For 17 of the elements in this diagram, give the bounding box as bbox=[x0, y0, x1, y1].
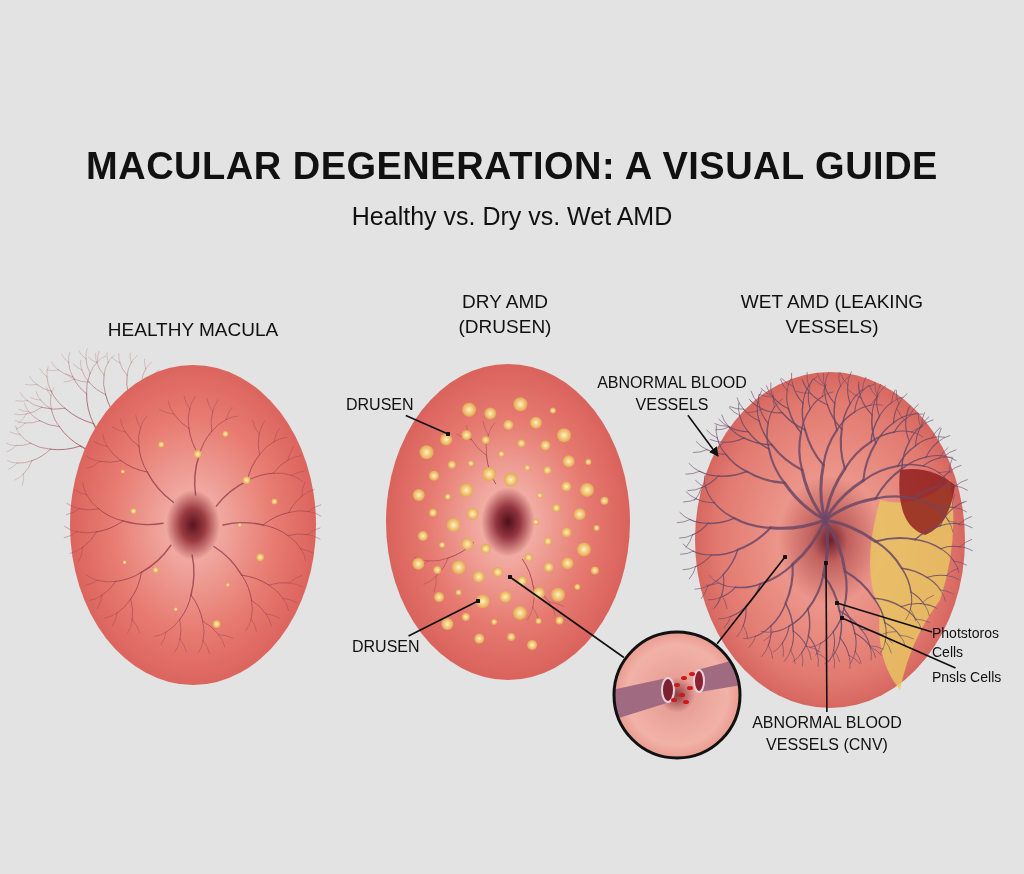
leader-line bbox=[834, 600, 933, 633]
callout-label: ABNORMAL BLOOD VESSELS bbox=[596, 373, 748, 415]
callout-label: ABNORMAL BLOOD VESSELS (CNV) bbox=[752, 713, 902, 755]
leader-line bbox=[507, 574, 625, 659]
callout-label: Pnsls Cells bbox=[932, 668, 1003, 687]
panel-heading: HEALTHY MACULA bbox=[107, 319, 279, 340]
callout-label: DRUSEN bbox=[352, 637, 421, 657]
title-text: MACULAR DEGENERATION: A VISUAL GUIDE bbox=[86, 145, 938, 188]
subtitle-text: Healthy vs. Dry vs. Wet AMD bbox=[351, 202, 673, 230]
leader-line bbox=[839, 615, 957, 669]
panel-heading: DRY AMD (DRUSEN) bbox=[458, 291, 552, 337]
leader-line bbox=[716, 554, 788, 645]
leader-line bbox=[407, 598, 481, 637]
panel-heading: WET AMD (LEAKING VESSELS) bbox=[740, 291, 924, 337]
leader-line bbox=[687, 414, 719, 457]
callout-label: DRUSEN bbox=[346, 395, 415, 415]
leader-line bbox=[823, 560, 829, 713]
